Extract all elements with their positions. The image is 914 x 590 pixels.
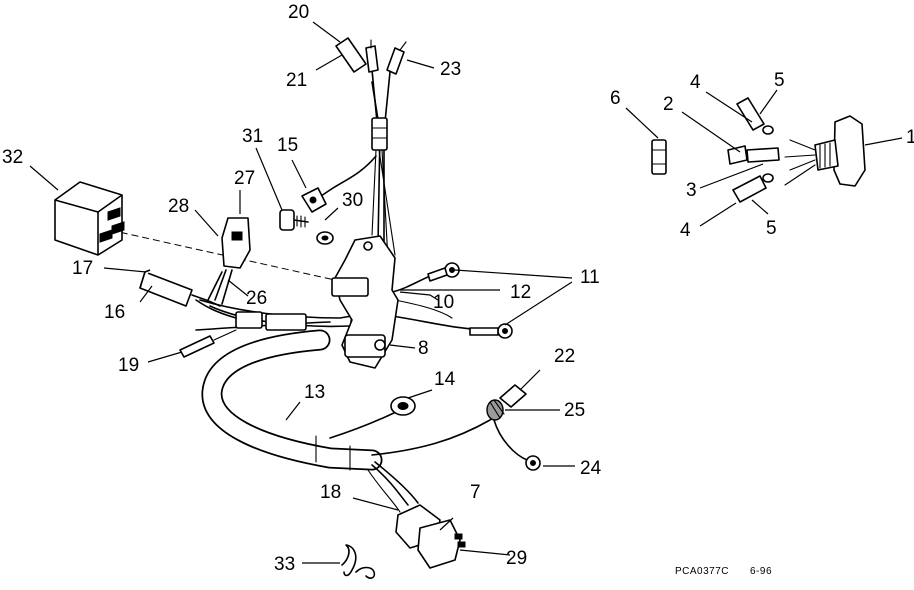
callout-23: 23: [440, 59, 461, 80]
figure-date: 6-96: [750, 566, 772, 577]
wire-hook: [341, 544, 376, 579]
switch-assembly: [651, 97, 866, 203]
relay: [54, 181, 125, 256]
ring-terminal-24: [525, 455, 541, 471]
callout-8: 8: [418, 338, 429, 359]
callout-20: 20: [288, 2, 309, 23]
callout-18: 18: [320, 482, 341, 503]
callout-21: 21: [286, 70, 307, 91]
figure-code: PCA0377C: [675, 566, 729, 577]
screw: [279, 209, 309, 231]
callout-30: 30: [342, 190, 363, 211]
connector-22: [499, 384, 527, 408]
callout-33: 33: [274, 554, 295, 575]
sleeve-left-b: [265, 313, 307, 331]
callout-5-upper: 5: [774, 70, 785, 91]
callout-16: 16: [104, 302, 125, 323]
ring-terminal-11-lower: [469, 323, 513, 339]
washer-hole: [321, 235, 329, 241]
top-connector-21: [365, 39, 379, 73]
callout-27: 27: [234, 168, 255, 189]
callout-29: 29: [506, 548, 527, 569]
ring-terminal-15: [301, 187, 327, 213]
callout-12: 12: [510, 282, 531, 303]
callout-24: 24: [580, 458, 602, 479]
callout-26: 26: [246, 288, 267, 309]
split-sleeve: [371, 117, 388, 151]
sleeve-left-a: [235, 311, 263, 329]
callout-14: 14: [434, 369, 456, 390]
connector-17: [139, 269, 193, 307]
callout-11: 11: [580, 267, 600, 288]
main-harness: [191, 69, 501, 513]
callout-2: 2: [663, 94, 674, 115]
callout-4-upper: 4: [690, 72, 701, 93]
callout-31: 31: [242, 126, 263, 147]
connector-19: [179, 329, 237, 358]
bracket-tab: [331, 277, 369, 297]
callout-28: 28: [168, 196, 189, 217]
mounting-bracket: [331, 235, 399, 369]
top-connector-20: [335, 37, 367, 73]
callout-7: 7: [470, 482, 481, 503]
callout-15: 15: [277, 135, 298, 156]
callout-22: 22: [554, 346, 575, 367]
callout-1: 1: [906, 127, 914, 148]
callout-25: 25: [564, 400, 585, 421]
connector-7: [395, 504, 466, 569]
bracket-hole-top: [363, 241, 373, 251]
callout-32: 32: [2, 147, 23, 168]
callout-19: 19: [118, 355, 139, 376]
callout-3: 3: [686, 180, 697, 201]
callout-13: 13: [304, 382, 325, 403]
ring-terminal-11-upper: [427, 262, 460, 282]
leader-lines: [29, 21, 903, 564]
eyelet-14: [390, 396, 416, 416]
callout-6: 6: [610, 88, 621, 109]
fuse: [651, 139, 667, 175]
top-connector-23: [386, 41, 407, 75]
callout-4-lower: 4: [680, 220, 691, 241]
grommet-25: [486, 399, 528, 461]
bracket-hole-bottom: [374, 339, 386, 351]
connector-27: [221, 217, 251, 269]
callout-labels: 1 2 3 4 4 5 5 6 7 8 10 11 12 13 14 15 16…: [2, 2, 914, 575]
callout-5-lower: 5: [766, 218, 777, 239]
callout-10: 10: [433, 292, 454, 313]
callout-17: 17: [72, 258, 93, 279]
